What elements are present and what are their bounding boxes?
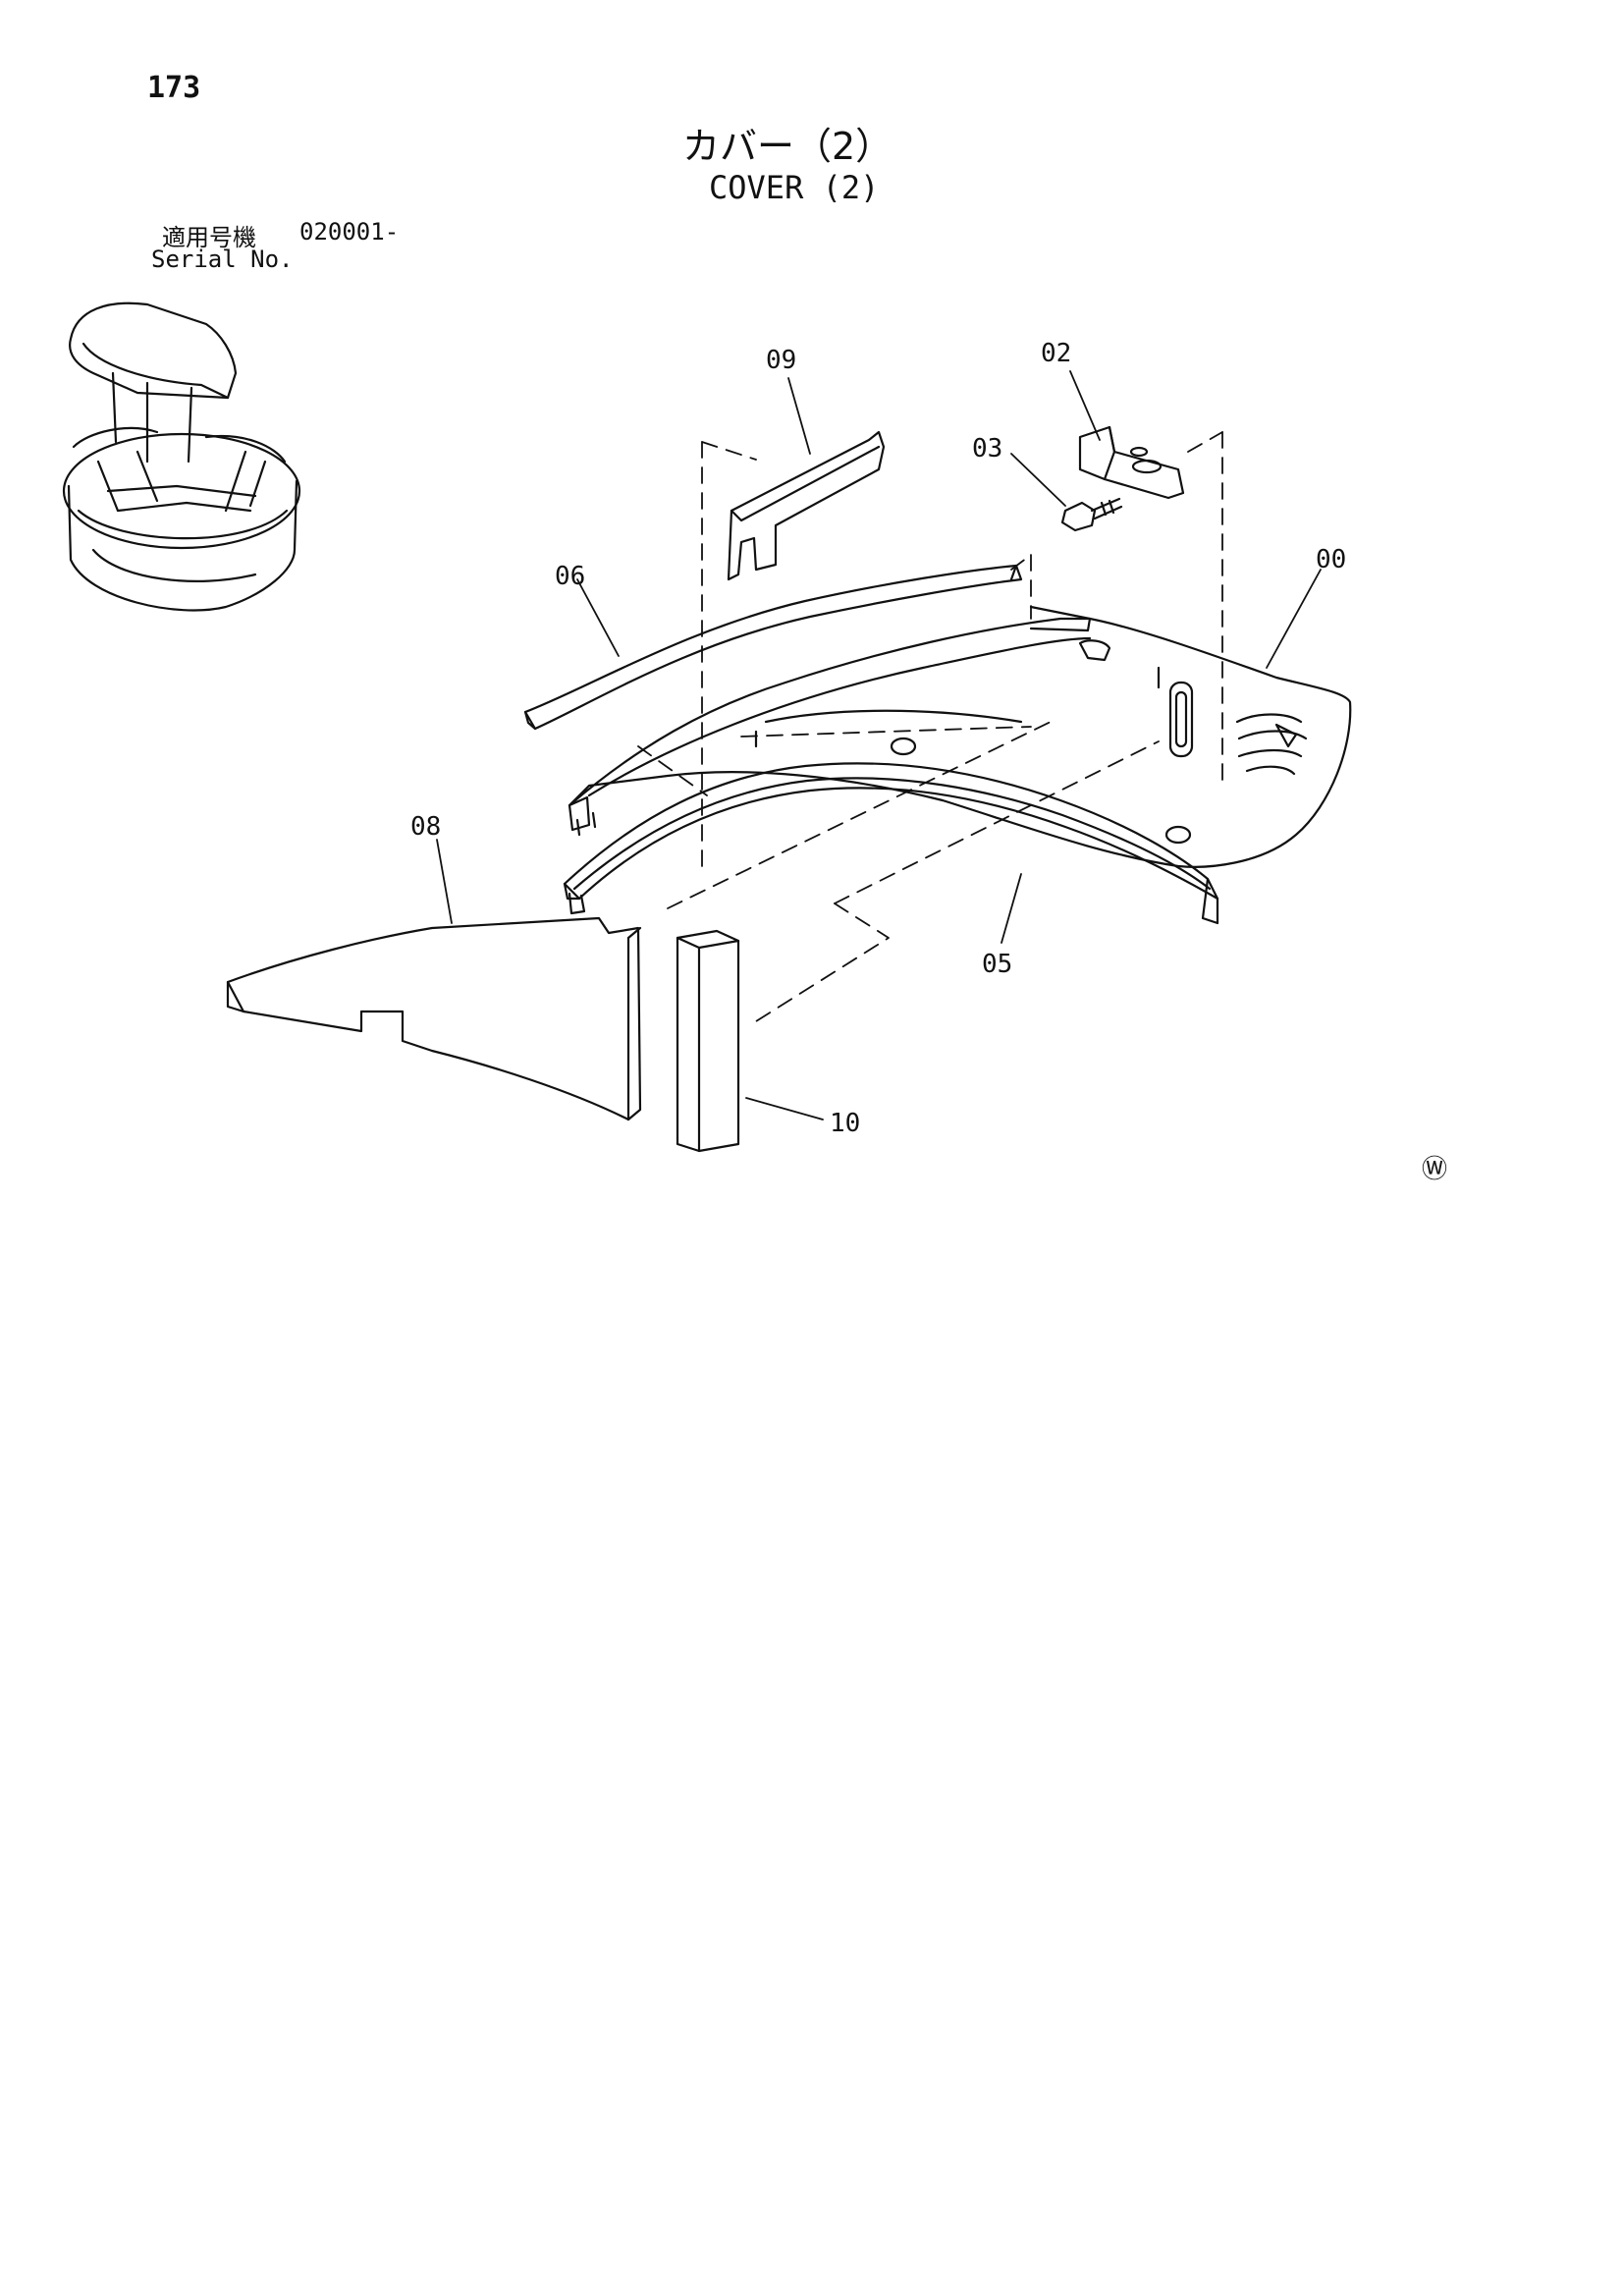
serial-label-english: Serial No. — [151, 246, 294, 273]
part-05-rail — [563, 762, 1219, 925]
callout-02: 02 — [1041, 339, 1071, 368]
assembly-guides — [637, 431, 1223, 1022]
part-06-strip — [523, 564, 1023, 731]
callout-09: 09 — [766, 346, 796, 375]
callout-06: 06 — [555, 562, 585, 591]
watermark-w-icon: Ⓦ — [1422, 1155, 1448, 1184]
callout-03: 03 — [972, 434, 1002, 464]
serial-value: 020001- — [299, 218, 400, 246]
leader-lines — [436, 370, 1322, 1121]
part-10-block — [676, 929, 740, 1153]
callout-00: 00 — [1316, 545, 1346, 574]
part-09-plate — [727, 430, 886, 581]
callout-08: 08 — [410, 812, 441, 842]
part-00-main-cover — [568, 605, 1352, 868]
page-number: 173 — [147, 71, 201, 105]
part-03-bolt — [1060, 497, 1123, 532]
title-japanese: カバー（2） — [682, 125, 893, 168]
callout-05: 05 — [982, 950, 1012, 979]
part-02-bracket — [1078, 425, 1185, 500]
machine-thumbnail — [62, 301, 301, 612]
title-english: COVER (2) — [709, 169, 880, 206]
callout-10: 10 — [830, 1109, 860, 1138]
serial-label-japanese: 適用号機 — [162, 224, 256, 251]
part-08-foam-panel — [226, 916, 642, 1121]
